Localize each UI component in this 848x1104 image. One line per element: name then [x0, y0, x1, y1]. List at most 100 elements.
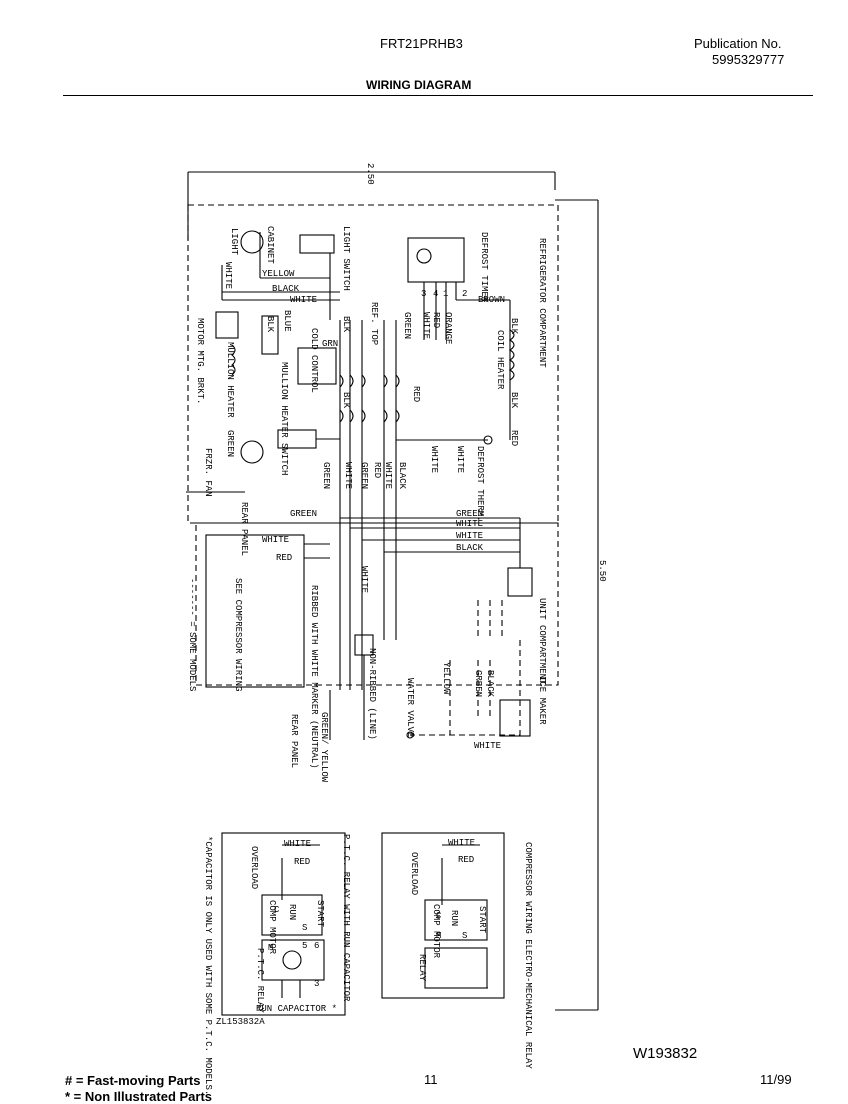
label-green-harness: GREEN: [321, 462, 331, 489]
label-see-compressor-wiring: SEE COMPRESSOR WIRING: [233, 578, 243, 691]
label-white-harness-2: WHITE: [383, 462, 393, 489]
em-start: START: [477, 906, 487, 934]
dimension-lines: [186, 171, 599, 1011]
dim-top: 2.50: [365, 163, 375, 185]
label-frzr-fan: FRZR. FAN: [203, 448, 213, 497]
ptc-pin-3: 3: [314, 979, 319, 989]
label-red-harness: RED: [411, 386, 421, 402]
model-number: FRT21PRHB3: [380, 36, 463, 51]
timer-terminal-1: 1: [443, 289, 448, 299]
label-green-harness-2: GREEN: [359, 462, 369, 489]
legend-fast-moving: # = Fast-moving Parts: [65, 1073, 201, 1088]
em-relay-symbols: [424, 844, 488, 989]
label-grn: GRN: [322, 339, 338, 349]
ptc-title: P.T.C. RELAY WITH RUN CAPACITOR: [341, 834, 351, 1002]
label-blk-harness-2: BLK: [341, 392, 351, 409]
ptc-pin-5: 5: [302, 941, 307, 951]
label-light-switch: LIGHT SWITCH: [341, 226, 351, 291]
label-coil-heater: COIL HEATER: [495, 330, 505, 390]
label-black-top: BLACK: [272, 284, 300, 294]
em-overload: OVERLOAD: [409, 852, 419, 895]
label-rear-panel-1: REAR PANEL: [239, 502, 249, 556]
label-ref-top: REF. TOP: [369, 302, 379, 345]
label-cold-control: COLD CONTROL: [309, 328, 319, 393]
label-motor-mtg-brkt: MOTOR MTG. BRKT.: [195, 318, 205, 404]
ptc-relay-symbols: [261, 844, 325, 998]
label-blk-harness: BLK: [341, 316, 351, 333]
label-ice-maker: ICE MAKER: [537, 676, 547, 725]
label-defrost-therm: DEFROST THERM.: [475, 446, 485, 522]
label-blue: BLUE: [282, 310, 292, 332]
ptc-overload: OVERLOAD: [249, 846, 259, 889]
ptc-m: M: [268, 943, 273, 953]
label-water-valve: WATER VALVE: [405, 678, 415, 737]
ptc-relay-box: [221, 832, 346, 1016]
label-white-ice: WHITE: [474, 741, 501, 751]
label-cabinet: CABINET: [265, 226, 275, 264]
label-light: LIGHT: [229, 228, 239, 256]
em-c: C: [436, 911, 442, 921]
label-green-unit-2: GREEN: [456, 509, 483, 519]
defrost-timer-symbol: [407, 237, 515, 440]
label-yellow-ice: YELLOW: [441, 662, 451, 695]
label-white-light: WHITE: [223, 262, 233, 289]
label-black-harness: BLACK: [397, 462, 407, 490]
label-mullion-heater: MULLION HEATER: [225, 342, 235, 418]
drawing-number-small: ZL153832A: [216, 1017, 265, 1027]
em-comp-motor: COMP MOTOR: [431, 904, 441, 959]
timer-terminal-4: 4: [433, 289, 438, 299]
unit-compartment-outline: [195, 522, 559, 686]
dim-right: 5.50: [597, 560, 607, 582]
drawing-number: W193832: [633, 1045, 698, 1062]
issue-date: 11/99: [760, 1072, 792, 1087]
label-green-yellow: GREEN/ YELLOW: [319, 712, 329, 783]
label-unit-compartment: UNIT COMPARTMENT: [537, 598, 547, 685]
em-title: COMPRESSOR WIRING ELECTRO-MECHANICAL REL…: [523, 842, 533, 1069]
ptc-comp-motor: COMP MOTOR: [267, 900, 277, 955]
refrigerator-compartment-outline: [187, 204, 559, 524]
label-white-top: WHITE: [290, 295, 317, 305]
label-white-comp: WHITE: [262, 535, 289, 545]
label-white-therm: WHITE: [429, 446, 439, 473]
label-blk-coil: BLK: [509, 318, 519, 335]
label-black-ice: BLACK: [485, 670, 495, 698]
label-ribbed-neutral: RIBBED WITH WHITE MARKER (NEUTRAL): [309, 585, 319, 769]
label-brown: BROWN: [478, 295, 505, 305]
label-black-unit: BLACK: [456, 543, 484, 553]
label-red-timer: RED: [431, 312, 441, 328]
em-white: WHITE: [448, 838, 475, 848]
label-some-models: ------- = SOME MODELS: [187, 578, 197, 691]
header-rule: [63, 95, 813, 96]
ptc-note: *CAPACITOR IS ONLY USED WITH SOME P.T.C.…: [203, 836, 213, 1095]
em-m: M: [436, 931, 441, 941]
ptc-white: WHITE: [284, 839, 311, 849]
label-green-unit: GREEN: [290, 509, 317, 519]
label-green-timer: GREEN: [402, 312, 412, 339]
label-defrost-timer: DEFROST TIMER: [479, 232, 489, 303]
label-mullion-heater-switch: MULLION HEATER SWITCH: [279, 362, 289, 475]
label-blk-coil-2: BLK: [509, 392, 519, 409]
main-harness: [339, 320, 400, 690]
mullion-heater-symbols: [215, 311, 337, 385]
light-circuit: [221, 230, 340, 320]
page-title: WIRING DIAGRAM: [366, 78, 472, 92]
page-number: 11: [424, 1072, 438, 1087]
label-red-coil: RED: [509, 430, 519, 446]
ptc-run: RUN: [287, 904, 297, 920]
label-rear-panel-2: REAR PANEL: [289, 714, 299, 768]
label-white-timer: WHITE: [421, 312, 431, 339]
label-yellow-light: YELLOW: [262, 269, 295, 279]
label-white-therm-2: WHITE: [455, 446, 465, 473]
label-red-harness-2: RED: [372, 462, 382, 478]
unit-connector-wires: [304, 517, 533, 740]
ptc-pin-6: 6: [314, 941, 319, 951]
publication-number: 5995329777: [712, 52, 785, 67]
label-orange-timer: ORANGE: [443, 312, 453, 344]
em-relay-label: RELAY: [417, 954, 427, 982]
em-s: S: [462, 931, 467, 941]
label-white-ribbed: WHITE: [359, 566, 369, 593]
ptc-relay-label: P.T.C. RELAY: [255, 948, 265, 1013]
label-white-harness: WHITE: [343, 462, 353, 489]
label-blk-mullion: BLK: [265, 316, 275, 333]
label-non-ribbed-line: NON-RIBBED (LINE): [367, 648, 377, 740]
